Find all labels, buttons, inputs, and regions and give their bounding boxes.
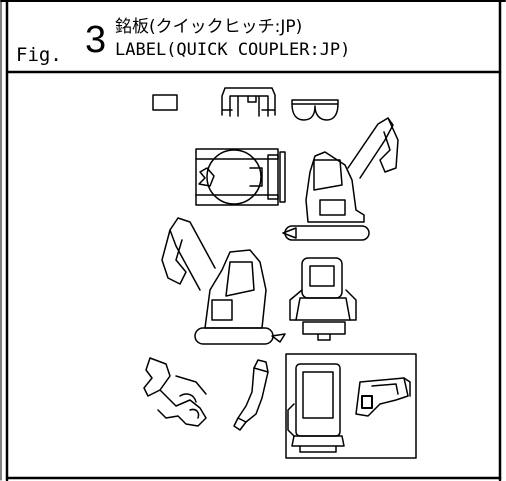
excavator-side-view-left [161,217,286,345]
excavator-front-view [289,257,357,341]
inset-label-location [355,377,411,417]
coupler-hand-detail [143,357,207,427]
figure-number: 3 [85,19,107,61]
figure-title-english: LABEL(QUICK COUPLER:JP) [115,40,351,60]
figure-title-japanese: 銘板(クイックヒッチ:JP) [115,17,303,37]
excavator-top-view [195,148,286,206]
coupler-bracket-top-view [221,87,276,117]
figure-prefix: Fig. [16,44,62,66]
inset-frame [285,353,417,459]
coupler-lever-detail [233,359,269,431]
inset-cab-detail [287,363,345,453]
coupler-cylinders [291,99,339,121]
label-plate [152,94,178,111]
excavator-side-view-right [282,117,399,241]
